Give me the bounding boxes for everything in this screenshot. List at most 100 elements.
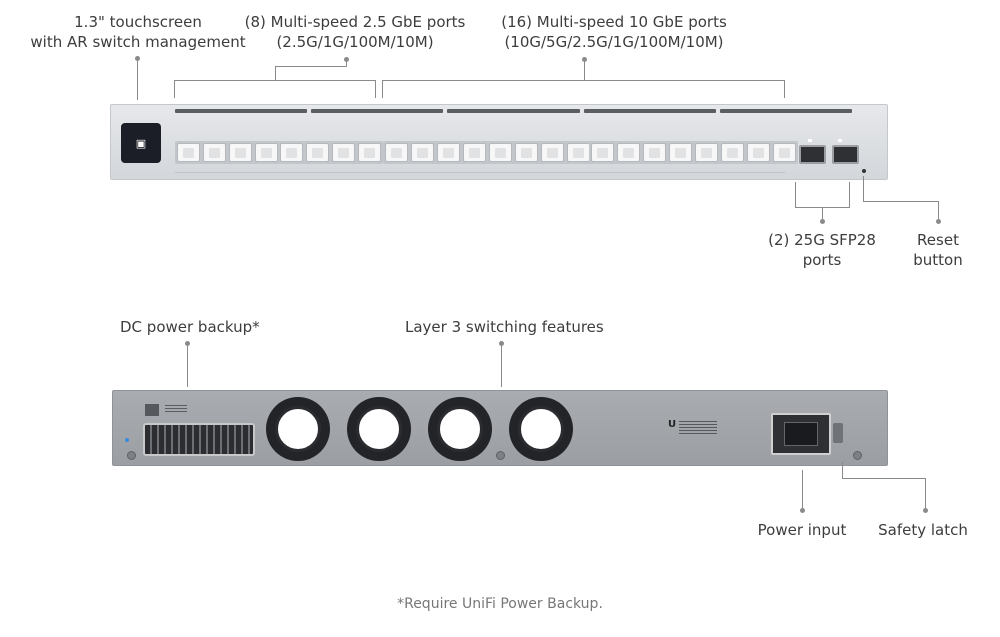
bracket-2-5gbe-riser xyxy=(346,60,347,67)
ethernet-port xyxy=(437,143,460,162)
ubiquiti-logo-icon: U xyxy=(668,419,677,430)
ethernet-port xyxy=(489,143,512,162)
reset-leader-v xyxy=(863,176,864,202)
reset-label-2: button xyxy=(913,251,963,269)
ports-2-5gbe-label-1: (8) Multi-speed 2.5 GbE ports xyxy=(244,13,466,31)
dc-power-connector xyxy=(143,423,255,456)
sfp-label-1: (2) 25G SFP28 xyxy=(768,231,876,249)
ethernet-port xyxy=(721,143,744,162)
reset-leader-drop xyxy=(938,201,939,221)
touchscreen-display: ▣ xyxy=(121,123,161,163)
sfp28-cages xyxy=(799,145,859,164)
fan xyxy=(428,397,492,461)
safety-latch xyxy=(833,423,843,443)
sfp-label-2: ports xyxy=(802,251,842,269)
ports-2-5gbe-label-2: (2.5G/1G/100M/10M) xyxy=(276,33,434,51)
bracket-2-5gbe-right xyxy=(375,80,376,98)
bracket-2-5gbe-stem xyxy=(275,66,276,80)
bracket-10gbe-right xyxy=(784,80,785,98)
touchscreen-label-1: 1.3" touchscreen xyxy=(74,13,202,31)
bracket-2-5gbe-left xyxy=(174,80,175,98)
compliance-label xyxy=(145,404,159,416)
port-group-10gbe-b xyxy=(589,141,798,164)
compliance-text xyxy=(165,405,187,413)
bracket-2-5gbe-arm xyxy=(275,66,347,67)
chassis-screw xyxy=(496,451,505,460)
bracket-2-5gbe-top xyxy=(174,80,376,81)
touchscreen-icon: ▣ xyxy=(135,136,147,150)
reset-leader-h xyxy=(863,201,939,202)
ethernet-port xyxy=(203,143,226,162)
footnote: *Require UniFi Power Backup. xyxy=(397,596,603,612)
sfp-callout: (2) 25G SFP28 ports xyxy=(752,230,892,270)
latch-leader-drop xyxy=(925,478,926,510)
ethernet-port xyxy=(229,143,252,162)
ethernet-port xyxy=(669,143,692,162)
ethernet-port xyxy=(358,143,381,162)
ethernet-port xyxy=(617,143,640,162)
ethernet-port xyxy=(463,143,486,162)
switch-back-panel: U xyxy=(112,390,888,466)
ports-10gbe-label-1: (16) Multi-speed 10 GbE ports xyxy=(501,13,727,31)
touchscreen-label-2: with AR switch management xyxy=(30,33,246,51)
status-led xyxy=(125,438,129,442)
ethernet-port xyxy=(515,143,538,162)
regulatory-text xyxy=(679,421,717,435)
bracket-10gbe-dot xyxy=(582,57,587,62)
ethernet-port xyxy=(306,143,329,162)
reset-button xyxy=(862,169,866,173)
ports-10gbe-label-2: (10G/5G/2.5G/1G/100M/10M) xyxy=(504,33,724,51)
reset-label-1: Reset xyxy=(917,231,959,249)
bracket-10gbe-left xyxy=(382,80,383,98)
latch-leader-v xyxy=(842,462,843,479)
bracket-sfp-stem xyxy=(822,207,823,221)
ethernet-port xyxy=(332,143,355,162)
touchscreen-leader xyxy=(137,58,138,100)
latch-leader-h xyxy=(842,478,926,479)
ethernet-port xyxy=(643,143,666,162)
sfp28-port xyxy=(832,145,859,164)
port-group-2-5gbe-a xyxy=(175,141,280,164)
ethernet-port xyxy=(773,143,796,162)
dc-power-label: DC power backup* xyxy=(120,318,260,336)
bracket-sfp-dot xyxy=(820,219,825,224)
fan xyxy=(347,397,411,461)
chassis-screw xyxy=(853,451,862,460)
ethernet-port xyxy=(255,143,278,162)
ethernet-port xyxy=(747,143,770,162)
ac-power-socket xyxy=(771,413,831,455)
ports-2-5gbe-callout: (8) Multi-speed 2.5 GbE ports (2.5G/1G/1… xyxy=(240,12,470,52)
ethernet-port xyxy=(385,143,408,162)
ports-10gbe-callout: (16) Multi-speed 10 GbE ports (10G/5G/2.… xyxy=(494,12,734,52)
ground-screw xyxy=(127,451,136,460)
bracket-2-5gbe-dot xyxy=(344,57,349,62)
ethernet-port xyxy=(591,143,614,162)
ethernet-port xyxy=(695,143,718,162)
bracket-10gbe-stem xyxy=(584,60,585,80)
reset-callout: Reset button xyxy=(898,230,978,270)
port-status-strip xyxy=(175,109,853,113)
bracket-10gbe-top xyxy=(382,80,784,81)
power-input-leader xyxy=(802,470,803,510)
touchscreen-leader-dot xyxy=(135,56,140,61)
bracket-sfp-left xyxy=(795,182,796,207)
port-label-line xyxy=(175,172,785,173)
ethernet-port xyxy=(541,143,564,162)
fan xyxy=(509,397,573,461)
layer3-label: Layer 3 switching features xyxy=(405,318,604,336)
power-input-dot xyxy=(800,508,805,513)
reset-leader-dot xyxy=(936,219,941,224)
dc-power-leader xyxy=(187,343,188,387)
ethernet-port xyxy=(177,143,200,162)
switch-front-panel: ▣ xyxy=(110,104,888,180)
ethernet-port xyxy=(567,143,590,162)
sfp28-port xyxy=(799,145,826,164)
ethernet-port xyxy=(411,143,434,162)
latch-leader-dot xyxy=(923,508,928,513)
fan xyxy=(266,397,330,461)
power-input-label: Power input xyxy=(757,521,847,539)
layer3-leader xyxy=(501,343,502,387)
bracket-sfp-right xyxy=(849,182,850,207)
ethernet-port xyxy=(280,143,303,162)
safety-latch-label: Safety latch xyxy=(878,521,968,539)
